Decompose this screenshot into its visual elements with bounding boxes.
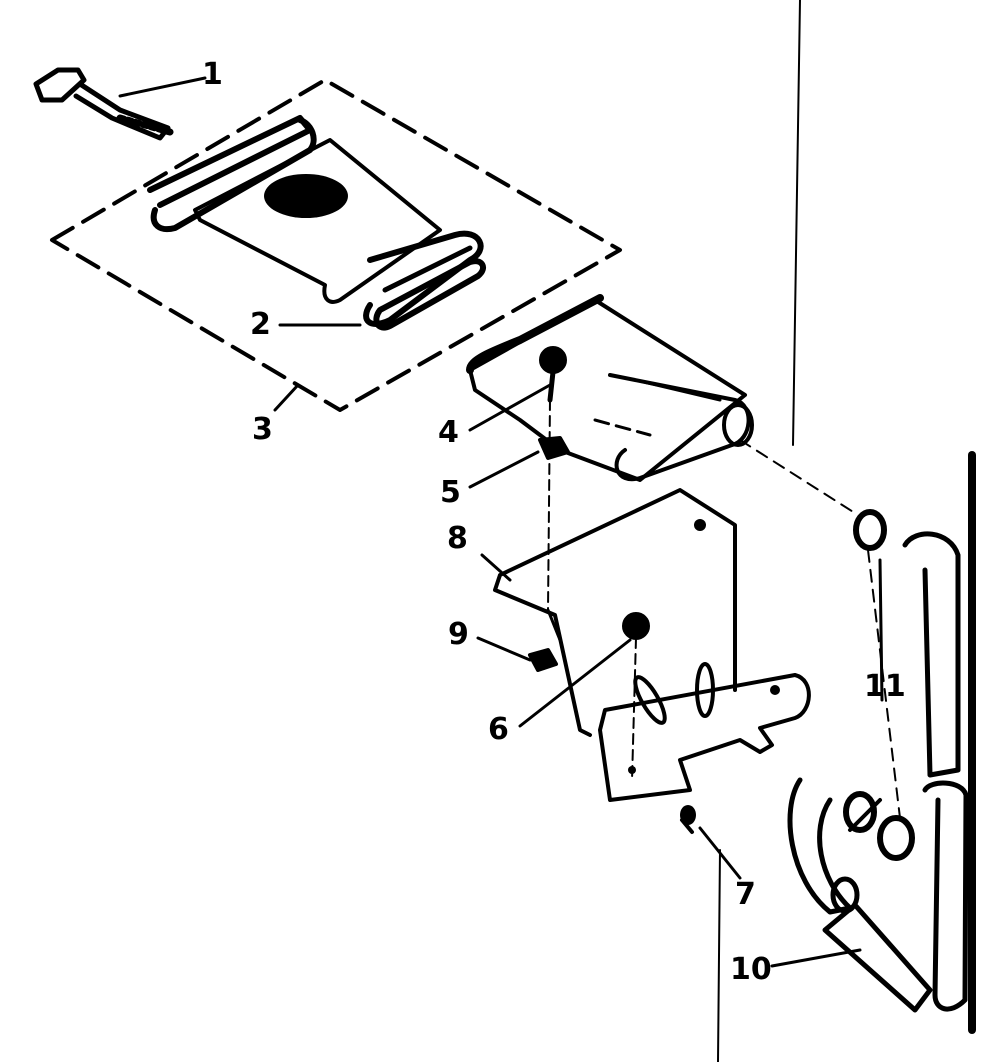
part-9-clip [528, 648, 558, 672]
part-2-seal [373, 258, 487, 331]
callout-1: 1 [202, 57, 223, 92]
callout-6: 6 [488, 712, 509, 747]
callout-3: 3 [252, 412, 273, 447]
callout-9: 9 [448, 617, 469, 652]
mounting-head [466, 294, 754, 482]
callout-8: 8 [447, 521, 468, 556]
callout-5: 5 [440, 475, 461, 510]
part-3-assembly-boundary [50, 78, 622, 412]
vertical-guide-line [792, 0, 801, 446]
part-7-fitting [680, 805, 696, 834]
part-8-bracket [493, 488, 737, 737]
vertical-guide-line-lower [717, 849, 721, 1062]
part-6-screw [622, 612, 650, 781]
part-1-handle [33, 67, 174, 141]
part-10-water-tubes [787, 531, 969, 1013]
callout-7: 7 [735, 877, 756, 912]
lower-bracket-plate [598, 662, 811, 802]
callout-4: 4 [438, 415, 459, 450]
part-4-screw [539, 346, 567, 611]
leader-lines [118, 76, 884, 968]
part-11-orings [739, 439, 915, 861]
filter-cartridge [147, 115, 484, 327]
part-5-nut [538, 436, 570, 460]
callout-11: 11 [864, 669, 906, 704]
callout-2: 2 [250, 307, 271, 342]
callout-10: 10 [730, 952, 772, 987]
